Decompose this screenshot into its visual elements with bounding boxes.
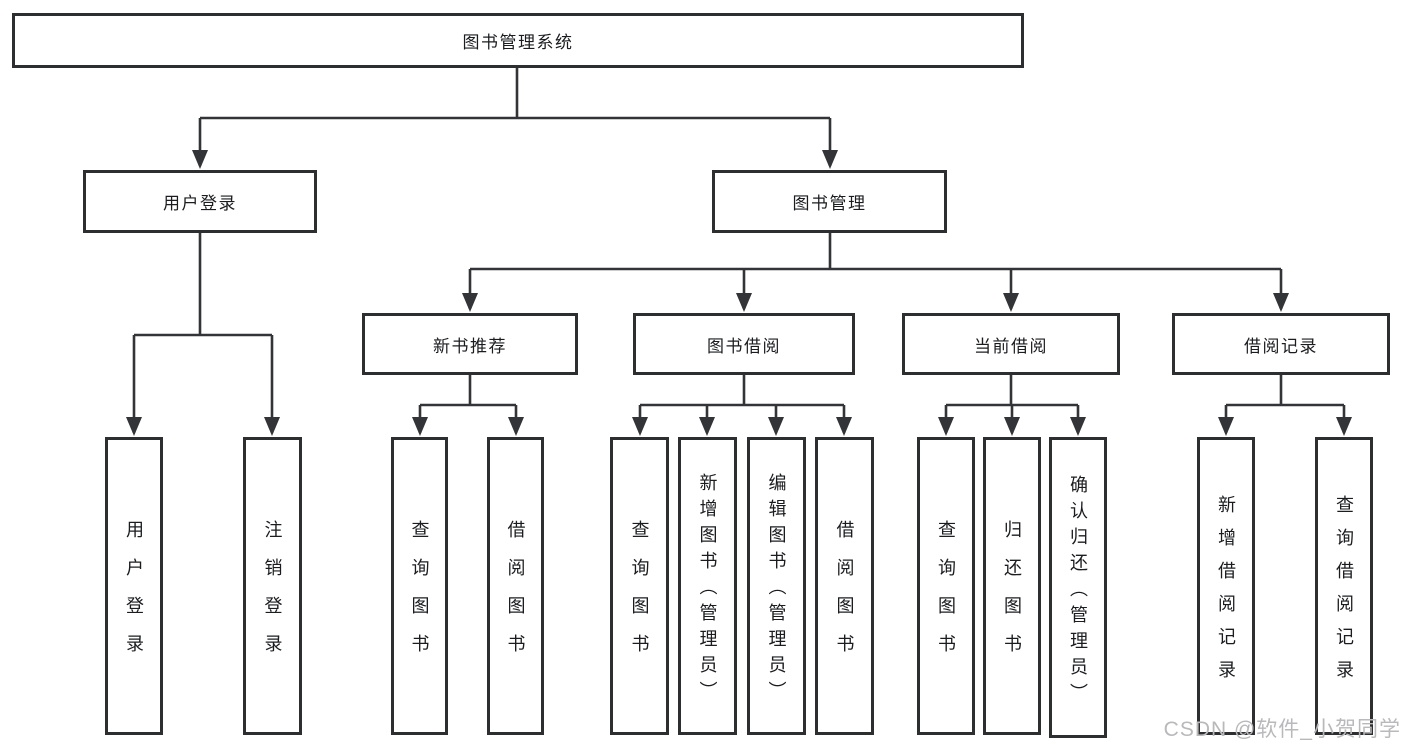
- leaf-record-query: 查询借阅记录: [1315, 437, 1373, 735]
- node-book-borrow: 图书借阅: [633, 313, 855, 375]
- leaf-bookborrow-borrow-label: 借阅图书: [834, 520, 855, 672]
- leaf-currentborrow-query: 查询图书: [917, 437, 975, 735]
- node-new-book-recommend: 新书推荐: [362, 313, 578, 375]
- node-borrow-record-label: 借阅记录: [1244, 336, 1318, 356]
- leaf-record-add: 新增借阅记录: [1197, 437, 1255, 735]
- csdn-watermark: CSDN @软件_小贺同学: [1163, 718, 1401, 741]
- leaf-record-query-label: 查询借阅记录: [1334, 494, 1354, 693]
- leaf-bookborrow-add: 新增图书（管理员）: [678, 437, 737, 735]
- leaf-bookborrow-query-label: 查询图书: [629, 520, 650, 672]
- node-current-borrow-label: 当前借阅: [974, 336, 1048, 356]
- leaf-newbook-borrow: 借阅图书: [487, 437, 544, 735]
- leaf-currentborrow-return: 归还图书: [983, 437, 1041, 735]
- leaf-newbook-query-label: 查询图书: [409, 520, 430, 672]
- leaf-bookborrow-edit-label: 编辑图书（管理员）: [766, 473, 787, 707]
- leaf-newbook-query: 查询图书: [391, 437, 448, 735]
- leaf-bookborrow-add-label: 新增图书（管理员）: [697, 473, 718, 707]
- leaf-currentborrow-confirm-label: 确认归还（管理员）: [1068, 474, 1088, 709]
- node-root-label: 图书管理系统: [462, 33, 574, 52]
- node-root: 图书管理系统: [12, 13, 1024, 68]
- node-book-management-label: 图书管理: [792, 194, 867, 213]
- leaf-currentborrow-query-label: 查询图书: [936, 520, 956, 672]
- leaf-logout-label: 注销登录: [262, 520, 283, 672]
- node-new-book-recommend-label: 新书推荐: [433, 336, 507, 356]
- node-book-management: 图书管理: [712, 170, 947, 233]
- leaf-bookborrow-borrow: 借阅图书: [815, 437, 874, 735]
- leaf-user-login: 用户登录: [105, 437, 163, 735]
- node-user-login-label: 用户登录: [163, 194, 237, 213]
- node-borrow-record: 借阅记录: [1172, 313, 1390, 375]
- node-current-borrow: 当前借阅: [902, 313, 1120, 375]
- leaf-logout: 注销登录: [243, 437, 302, 735]
- leaf-record-add-label: 新增借阅记录: [1216, 494, 1236, 693]
- leaf-bookborrow-edit: 编辑图书（管理员）: [747, 437, 806, 735]
- leaf-newbook-borrow-label: 借阅图书: [505, 520, 526, 672]
- leaf-bookborrow-query: 查询图书: [610, 437, 669, 735]
- leaf-user-login-label: 用户登录: [124, 520, 144, 672]
- leaf-currentborrow-confirm: 确认归还（管理员）: [1049, 437, 1107, 738]
- leaf-currentborrow-return-label: 归还图书: [1002, 520, 1022, 672]
- node-user-login: 用户登录: [83, 170, 317, 233]
- node-book-borrow-label: 图书借阅: [707, 336, 781, 356]
